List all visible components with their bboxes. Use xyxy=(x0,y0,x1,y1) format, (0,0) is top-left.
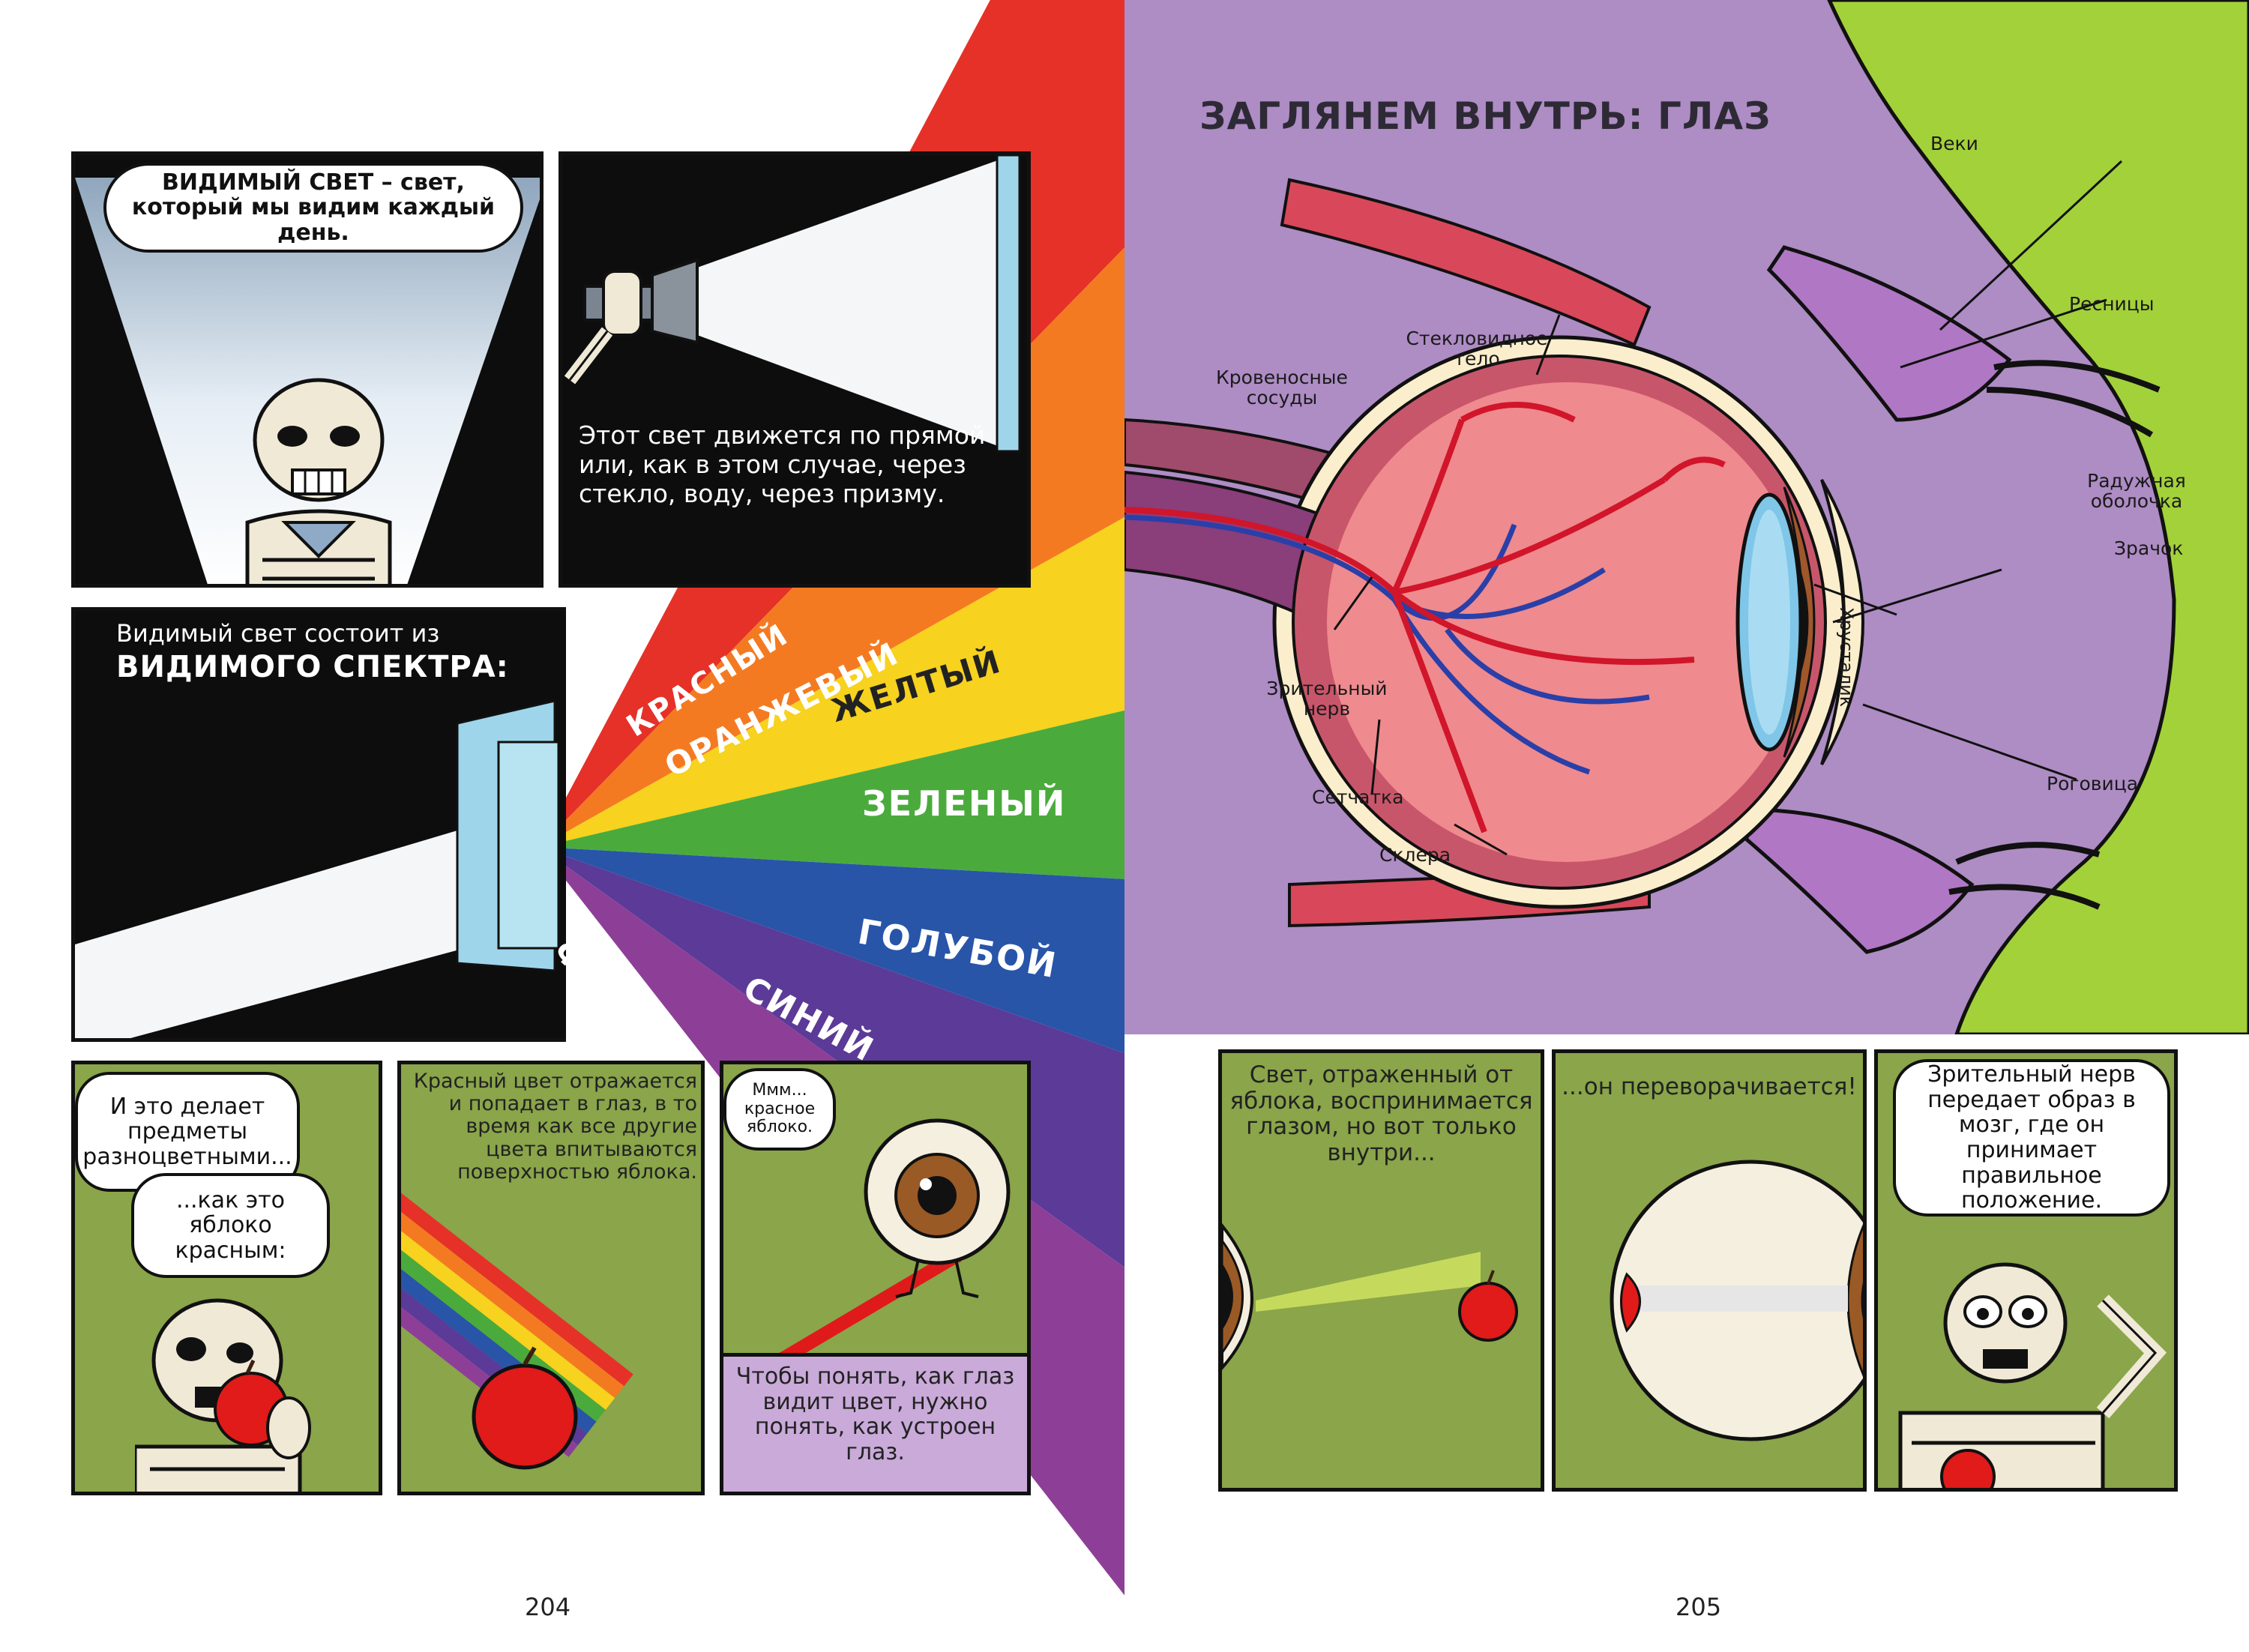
label-vessels: Кровеносные сосуды xyxy=(1216,367,1348,409)
panel-spectrum: Видимый свет состоит из ВИДИМОГО СПЕКТРА… xyxy=(71,607,566,1042)
eye-intro-caption: Чтобы понять, как глаз видит цвет, нужно… xyxy=(723,1353,1027,1492)
eyeball-character xyxy=(864,1118,1011,1298)
eye-anatomy-diagram xyxy=(1124,0,2249,1034)
prism-beam xyxy=(75,699,560,1038)
rainbow-band xyxy=(540,847,1124,1054)
label-eyelids: Веки xyxy=(1930,133,1978,154)
panel-eye-receives: Свет, отраженный от яблока, воспринимает… xyxy=(1218,1049,1544,1492)
image-flipped-caption: ...он переворачивается! xyxy=(1562,1073,1857,1100)
flashlight-illustration xyxy=(564,155,1021,453)
panel-eyeball: Ммм... красное яблоко. Чтобы понять, как… xyxy=(720,1061,1031,1495)
panel-image-flipped: ...он переворачивается! xyxy=(1552,1049,1867,1492)
spectrum-caption-line2: ВИДИМОГО СПЕКТРА: xyxy=(116,650,509,684)
label-lens: Хрусталик xyxy=(1836,607,1857,708)
label-cornea: Роговица xyxy=(2047,773,2139,795)
diagram-title: ЗАГЛЯНЕМ ВНУТРЬ: ГЛАЗ xyxy=(1199,94,1771,138)
label-eyelashes: Ресницы xyxy=(2069,293,2155,315)
skeleton-with-apple xyxy=(135,1298,311,1492)
label-retina: Сетчатка xyxy=(1312,786,1404,808)
label-vitreous: Стекловидное тело xyxy=(1406,328,1548,370)
eye-light-cone xyxy=(1222,1223,1518,1371)
speech-bubble: ВИДИМЫЙ СВЕТ – свет, который мы видим ка… xyxy=(103,163,523,253)
panel-red-reflection: Красный цвет отражается и попадает в гла… xyxy=(397,1061,705,1495)
flipped-image-eye xyxy=(1610,1160,1863,1441)
label-sclera: Склера xyxy=(1379,844,1451,866)
flashlight-caption: Этот свет движется по прямой или, как в … xyxy=(579,420,986,508)
skeleton-thinking xyxy=(1898,1262,2167,1488)
reflection-caption: Красный цвет отражается и попадает в гла… xyxy=(413,1070,697,1184)
speech-bubble: Зрительный нерв передает образ в мозг, г… xyxy=(1893,1059,2170,1217)
label-optic-nerve: Зрительный нерв xyxy=(1266,678,1388,720)
skeleton-figure xyxy=(245,378,392,584)
label-iris: Радужная оболочка xyxy=(2087,470,2186,512)
rainbow-band xyxy=(540,516,1124,847)
page-number-right: 205 xyxy=(1676,1593,1722,1621)
speech-bubble: ...как это яблоко красным: xyxy=(131,1173,330,1278)
panel-apple-skeleton: И это делает предметы разноцветными... .… xyxy=(71,1061,382,1495)
eye-receives-caption: Свет, отраженный от яблока, воспринимает… xyxy=(1229,1061,1533,1167)
label-pupil: Зрачок xyxy=(2114,537,2184,559)
panel-brain-correction: Зрительный нерв передает образ в мозг, г… xyxy=(1874,1049,2178,1492)
spectrum-caption-line1: Видимый свет состоит из xyxy=(116,619,440,648)
spectrum-label-green: ЗЕЛЕНЫЙ xyxy=(862,783,1067,824)
page-number-left: 204 xyxy=(525,1593,571,1621)
panel-visible-light: ВИДИМЫЙ СВЕТ – свет, который мы видим ка… xyxy=(71,151,544,588)
panel-flashlight: Этот свет движется по прямой или, как в … xyxy=(559,151,1031,588)
speech-bubble: Ммм... красное яблоко. xyxy=(723,1068,836,1151)
rainbow-to-apple xyxy=(401,1190,633,1470)
rainbow-band xyxy=(540,710,1124,879)
